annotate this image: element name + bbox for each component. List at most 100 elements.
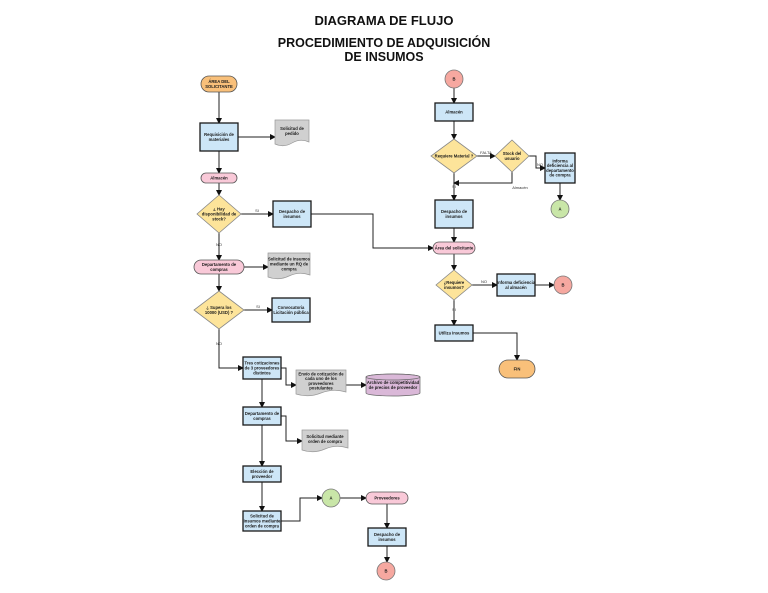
node-label: insumos (283, 214, 301, 219)
diagram-subtitle-line2: DE INSUMOS (344, 50, 424, 64)
process-box (271, 297, 311, 323)
process-box (242, 356, 282, 380)
node-label: mediante un RQ de (270, 262, 309, 267)
node-label: de compra (549, 173, 571, 178)
process-box (242, 465, 282, 483)
database-top (365, 373, 421, 381)
node-label: Despacho de (441, 209, 468, 214)
node-label: stock? (212, 216, 226, 221)
node-label: A (329, 496, 332, 501)
node-label: Informa (552, 158, 568, 163)
terminal-shape (432, 241, 476, 255)
node-label: Utiliza insumos (439, 331, 470, 336)
flow-arrow (311, 213, 434, 251)
node-label: Solicitud mediante (306, 434, 344, 439)
diagram-title: DIAGRAMA DE FLUJO (314, 13, 454, 28)
process-box (434, 324, 474, 342)
connector-circle (550, 199, 570, 219)
node-label: Departamento de (202, 262, 237, 267)
node-area-solicitante-mid: Área del solicitante (432, 241, 476, 255)
node-label: disponibilidad de (202, 212, 237, 217)
edge-label-no-insumos: NO (481, 279, 487, 284)
edge-label-no-supera: NO (216, 341, 222, 346)
edge-label-si-requiere: SI (452, 184, 456, 189)
node-label: de 3 proveedores (245, 366, 280, 371)
node-label: Archivo de competitividad (367, 380, 420, 385)
flow-arrow (453, 172, 513, 186)
connector-circle (553, 275, 573, 295)
decision-diamond (430, 138, 478, 174)
edge-label-si-disponibilidad: SI (255, 208, 259, 213)
process-box (496, 273, 536, 297)
document-shape (301, 429, 349, 453)
node-label: Informa deficiencia (497, 280, 536, 285)
flow-arrow (281, 367, 297, 388)
document-shape (295, 369, 347, 397)
connector-circle (376, 561, 396, 581)
node-almacen-left: Almacén (200, 172, 238, 184)
terminal-shape (200, 172, 238, 184)
edge-label-almacen-return: Almacén (512, 185, 528, 190)
node-label: Licitación pública (273, 310, 309, 315)
node-label: B (561, 283, 564, 288)
node-label: Despacho de (279, 209, 306, 214)
node-label: de precios de proveedor (369, 385, 418, 390)
node-connector-b-top: B (444, 69, 464, 89)
node-label: materiales (209, 137, 230, 142)
terminal-shape (200, 75, 238, 93)
flow-arrow (529, 155, 546, 171)
flow-arrow (281, 415, 303, 444)
node-requiere-material: Requiere Material ? (430, 138, 478, 174)
document-shape (267, 252, 311, 280)
process-box (199, 122, 239, 152)
node-label: Proveedores (374, 496, 400, 501)
node-label: Tres cotizaciones (245, 361, 281, 366)
node-label: al almacén (505, 285, 527, 290)
process-box (272, 200, 312, 228)
edge-label-si-supera: SI (256, 304, 260, 309)
node-label: cada uno de los (305, 376, 337, 381)
node-label: ¿Requiere (444, 280, 465, 285)
node-label: distintos (253, 370, 271, 375)
edge-label-si-insumos: SI (452, 307, 456, 312)
flow-arrow (281, 495, 323, 522)
node-connector-a-bottom: A (321, 488, 341, 508)
node-label: departamento (546, 168, 574, 173)
process-box (434, 199, 474, 229)
node-label: compras (253, 416, 271, 421)
process-box (434, 102, 474, 122)
process-box (242, 406, 282, 426)
node-label: compra (281, 266, 297, 271)
node-label: Requisición de (204, 132, 234, 137)
decision-diamond (494, 139, 530, 173)
decision-diamond (196, 194, 242, 234)
node-proveedores: Proveedores (365, 491, 409, 505)
node-label: orden de compra (245, 523, 280, 528)
node-label: Área del solicitante (435, 246, 474, 251)
node-label: Envío de cotización de (298, 371, 344, 376)
process-box (242, 510, 282, 532)
node-label: Despacho de (374, 532, 401, 537)
node-label: compras (210, 267, 228, 272)
node-label: insumos (445, 214, 463, 219)
edge-label-no-stock: NO (537, 162, 543, 167)
node-label: ÁREA DEL (208, 79, 230, 84)
node-label: usuario (504, 156, 520, 161)
node-label: SOLICITANTE (205, 84, 233, 89)
